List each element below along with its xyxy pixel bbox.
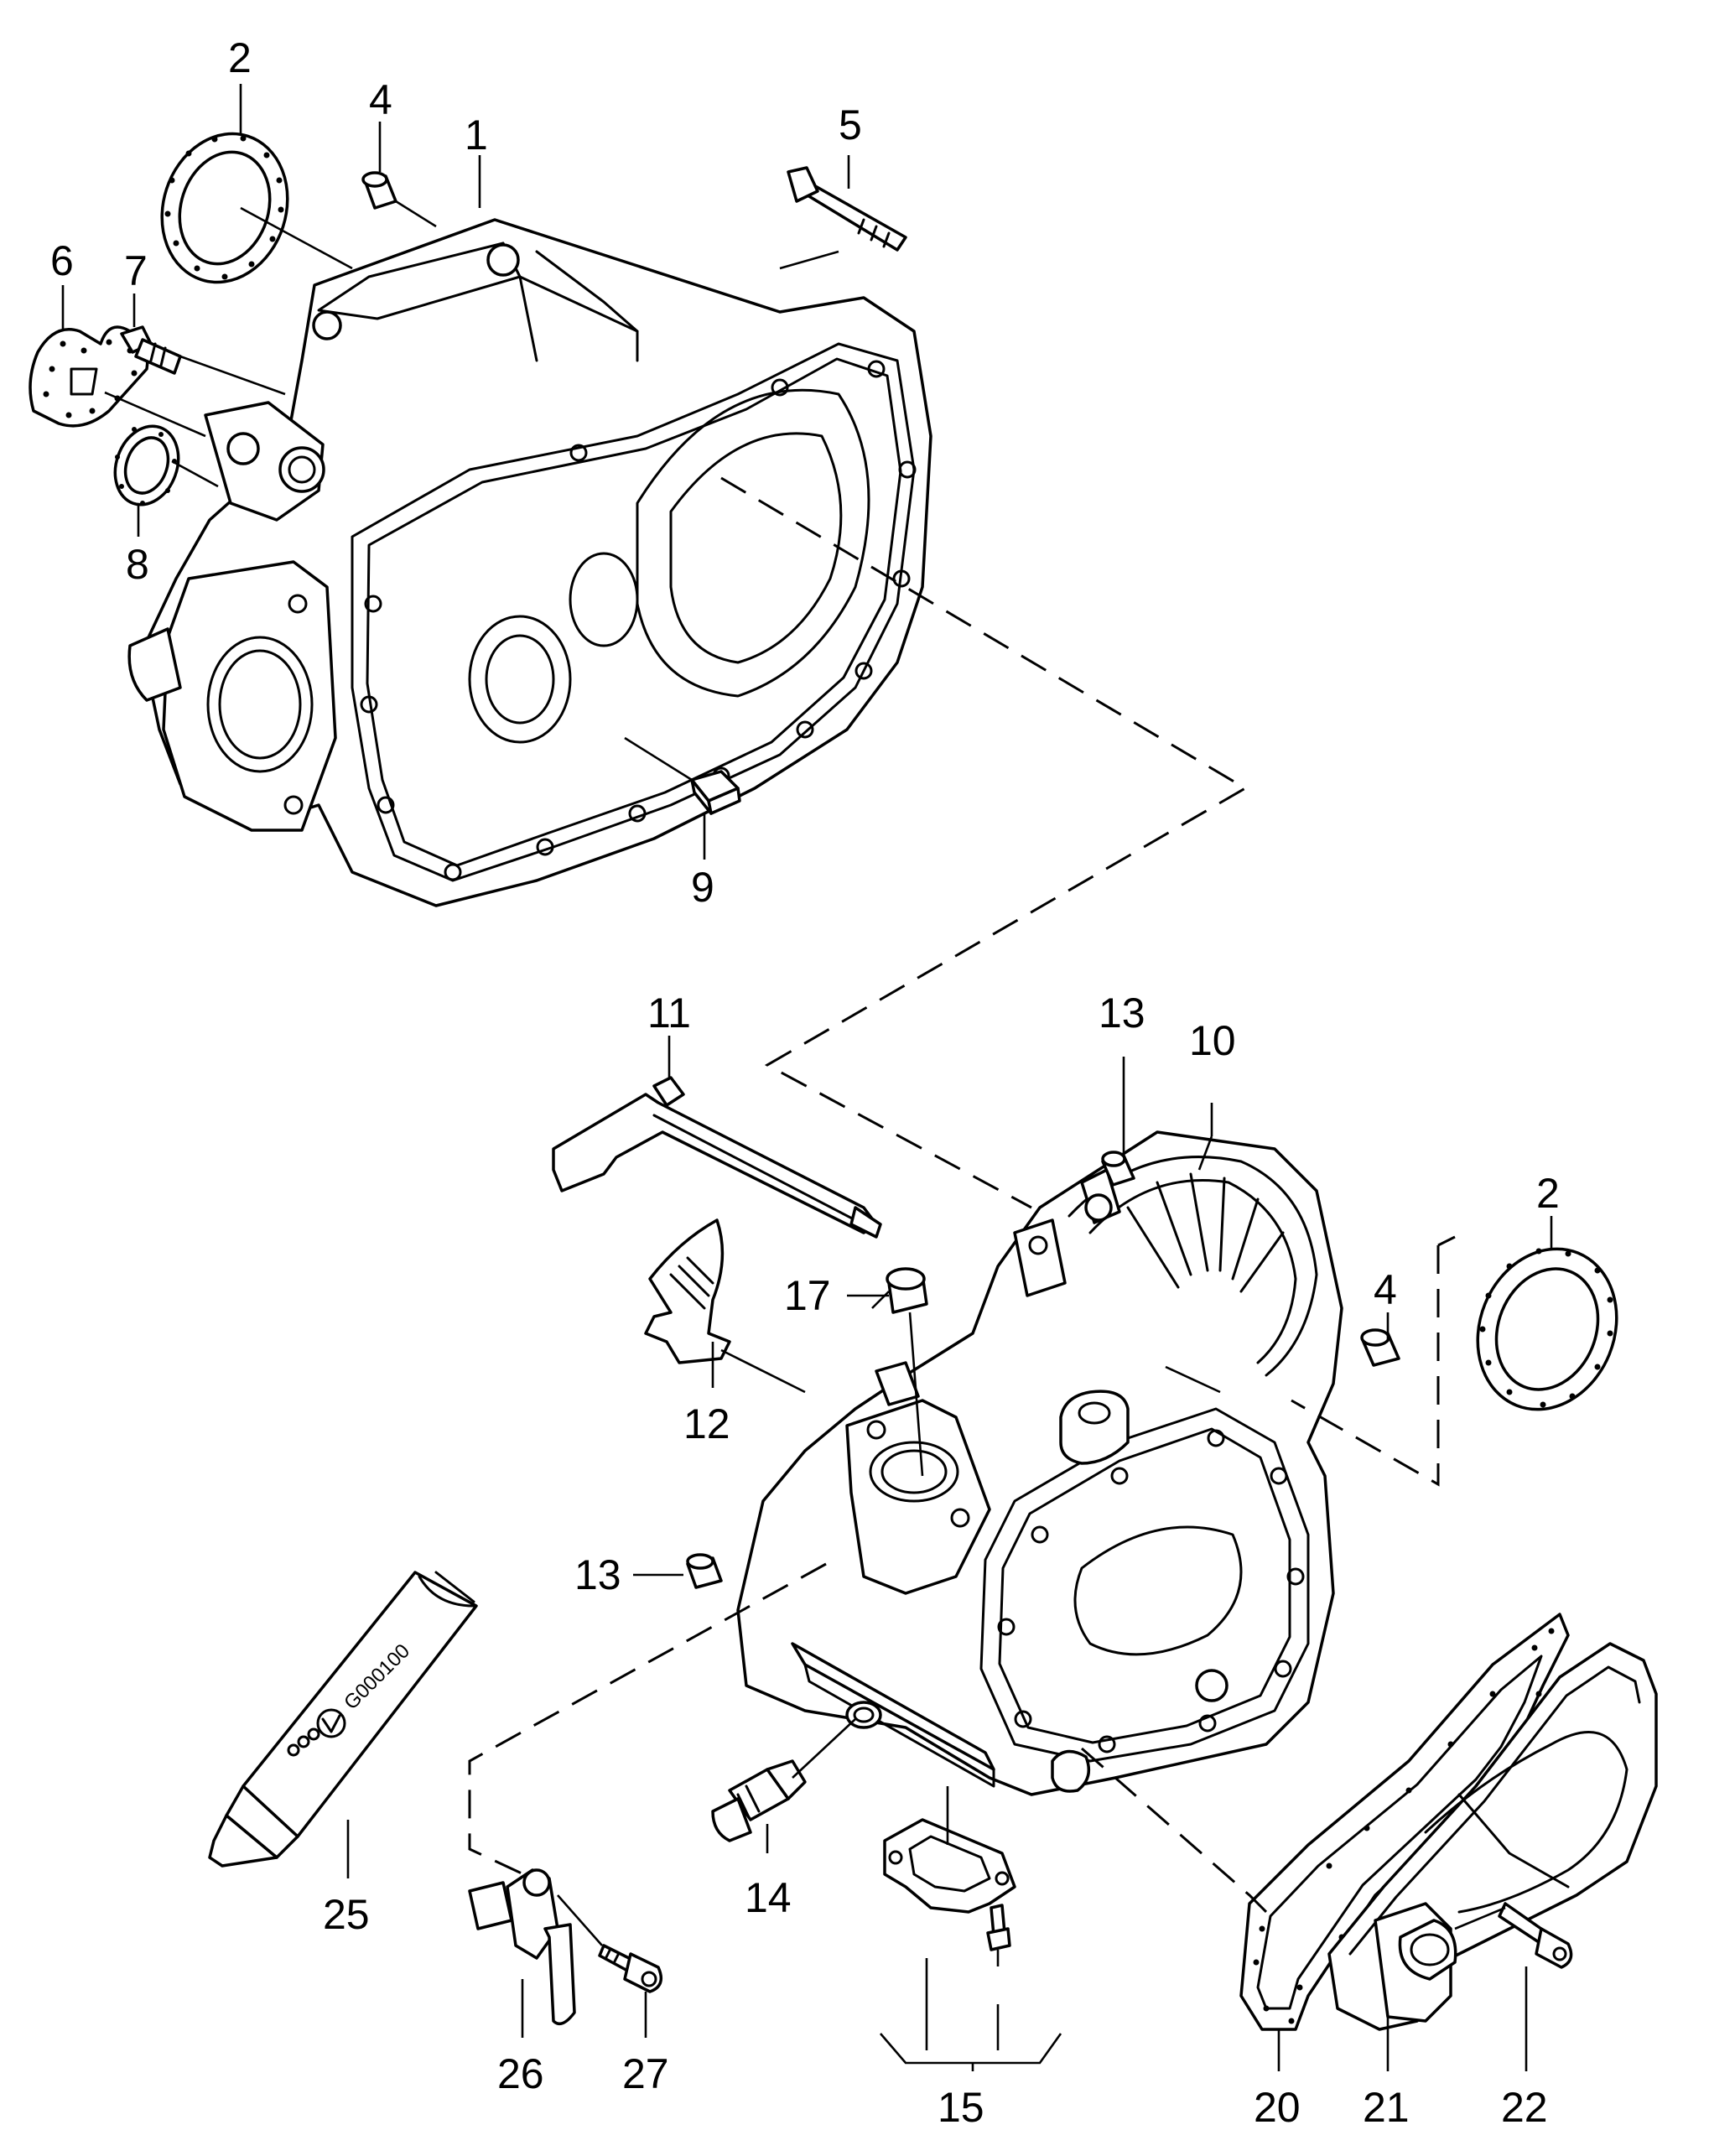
gearbox-housing-part-10 (736, 1130, 1343, 1796)
bolt-part-27 (598, 1944, 663, 1993)
callout-12: 12 (683, 1400, 730, 1447)
callout-4-top: 4 (369, 76, 392, 123)
callout-25: 25 (323, 1891, 370, 1938)
callout-7: 7 (124, 247, 148, 294)
dowel-part-13-top (1101, 1151, 1135, 1187)
dashed-connection-line (720, 476, 1248, 1209)
bolt-part-5 (787, 166, 907, 252)
callout-6: 6 (50, 237, 74, 284)
cover-plate-part-15 (883, 1818, 1016, 1914)
dowel-sleeve-part-4-top (361, 171, 397, 210)
callout-4-right: 4 (1374, 1266, 1397, 1313)
callout-21: 21 (1363, 2084, 1410, 2131)
sealant-tube-part-25: G000100 (208, 1571, 478, 1868)
oil-guide-part-12 (644, 1218, 731, 1364)
callout-15: 15 (938, 2084, 984, 2131)
callout-13-left: 13 (574, 1551, 621, 1598)
leader-lines-upper (61, 84, 850, 860)
callout-14: 14 (745, 1874, 792, 1921)
callout-2-right: 2 (1536, 1170, 1560, 1217)
callout-27: 27 (622, 2050, 669, 2097)
callout-9: 9 (691, 864, 714, 911)
magnet-part-9 (690, 770, 741, 815)
clutch-housing-part-1 (127, 218, 932, 907)
callout-22: 22 (1501, 2084, 1548, 2131)
screw-part-7 (120, 325, 182, 375)
housing-cover-part-21 (1327, 1642, 1658, 2031)
part-callouts: 1 2 4 5 6 7 8 9 10 11 12 13 13 14 15 17 … (50, 34, 1560, 2131)
callout-5: 5 (839, 101, 862, 148)
callout-10: 10 (1189, 1017, 1236, 1064)
callout-8: 8 (126, 541, 149, 588)
callout-2-top: 2 (228, 34, 252, 81)
callout-11: 11 (647, 990, 691, 1036)
dowel-part-13-left (686, 1553, 723, 1589)
housing-ribs (1126, 1172, 1285, 1293)
seal-ring-holes (164, 135, 284, 280)
seal-ring-holes-right (1479, 1248, 1613, 1408)
dowel-sleeve-part-4-right (1360, 1328, 1400, 1367)
callout-17: 17 (784, 1272, 831, 1319)
callout-20: 20 (1254, 2084, 1301, 2131)
guide-rail-part-11 (552, 1076, 882, 1239)
dashed-lines-lower (468, 1235, 1456, 1918)
speed-sensor-part-26 (468, 1868, 576, 2026)
bolt-part-22 (1498, 1902, 1573, 1969)
cover-flange-bolt-holes (997, 1429, 1305, 1753)
callout-13-top: 13 (1099, 990, 1145, 1036)
callout-26: 26 (497, 2050, 544, 2097)
seal-part-8 (113, 424, 180, 507)
screw-part-15 (986, 1904, 1011, 1951)
sensor-part-14 (711, 1759, 807, 1842)
leader-lines-lower (346, 1036, 1553, 2071)
callout-1: 1 (465, 112, 488, 158)
seal-ring-part-2-right (1476, 1247, 1618, 1411)
flange-bolt-holes (360, 360, 917, 881)
seal-ring-part-2-top (160, 132, 289, 284)
plug-part-17 (886, 1267, 928, 1314)
